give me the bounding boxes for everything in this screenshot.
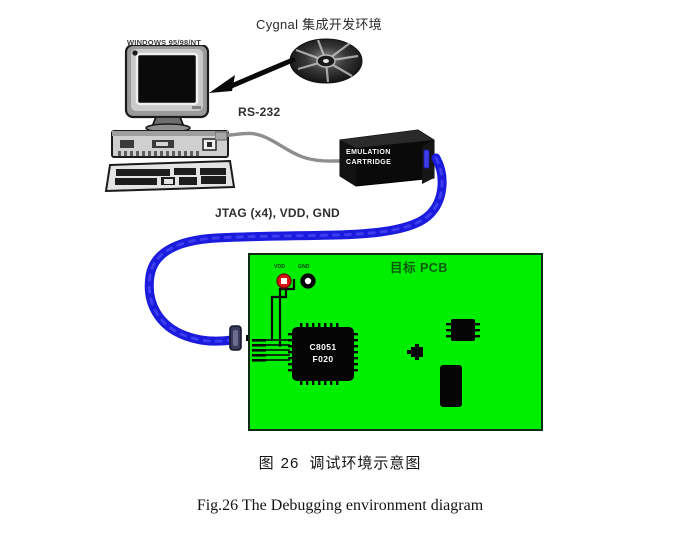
chip-label-line2: F020 [312,354,334,364]
testpoint-gnd: GND [298,264,316,294]
jtag-label: JTAG (x4), VDD, GND [215,206,340,220]
chip-qfp-pins [288,323,358,385]
rs232-label: RS-232 [238,105,281,119]
target-pcb-label: 目标 PCB [390,261,448,275]
caption-cn-prefix: 图 [258,455,275,472]
keyboard-icon [104,159,236,193]
chip-small-component [407,344,423,360]
jtag-ribbon-cable [144,153,447,346]
desktop-case-icon [111,130,229,158]
chip-c8051f020-label: C8051 F020 [292,341,354,365]
testpoint-vdd: VDD [274,264,292,294]
cartridge-label-wrap: EMULATION CARTRIDGE [334,126,438,188]
cd-disc-icon [289,38,363,84]
windows-os-label: WINDOWS 95/98/NT [127,38,202,47]
rs232-cable [215,131,355,163]
testpoint-gnd-pad [300,273,316,289]
target-pcb: 目标 PCB [248,253,543,431]
chip-dip-component [446,319,480,341]
chip-dip-pins [446,323,480,338]
testpoint-gnd-label: GND [298,264,310,270]
cartridge-label-line2: CARTRIDGE [346,159,392,166]
arrow-left-icon [209,56,296,93]
caption-cn-text: 调试环境示意图 [309,455,422,472]
emulation-cartridge [339,129,435,187]
testpoint-vdd-pad [276,273,292,289]
crt-monitor-icon [124,45,210,133]
figure-caption-en: Fig.26 The Debugging environment diagram [196,497,484,514]
cartridge-label-line1: EMULATION [346,149,391,156]
desktop-computer-illustration [104,45,236,193]
figure-caption-cn: 图 26 调试环境示意图 [0,452,680,473]
chip-small-pins [407,344,423,360]
chip-label-line1: C8051 [309,342,337,352]
chip-tall-component [440,365,462,407]
jtag-connector [229,325,242,351]
cartridge-label: EMULATION CARTRIDGE [346,148,391,168]
chip-c8051f020: C8051 F020 [288,323,358,385]
caption-cn-number: 26 [280,455,300,472]
testpoint-vdd-label: VDD [274,264,286,270]
cygnal-ide-title: Cygnal 集成开发环境 [256,17,382,32]
